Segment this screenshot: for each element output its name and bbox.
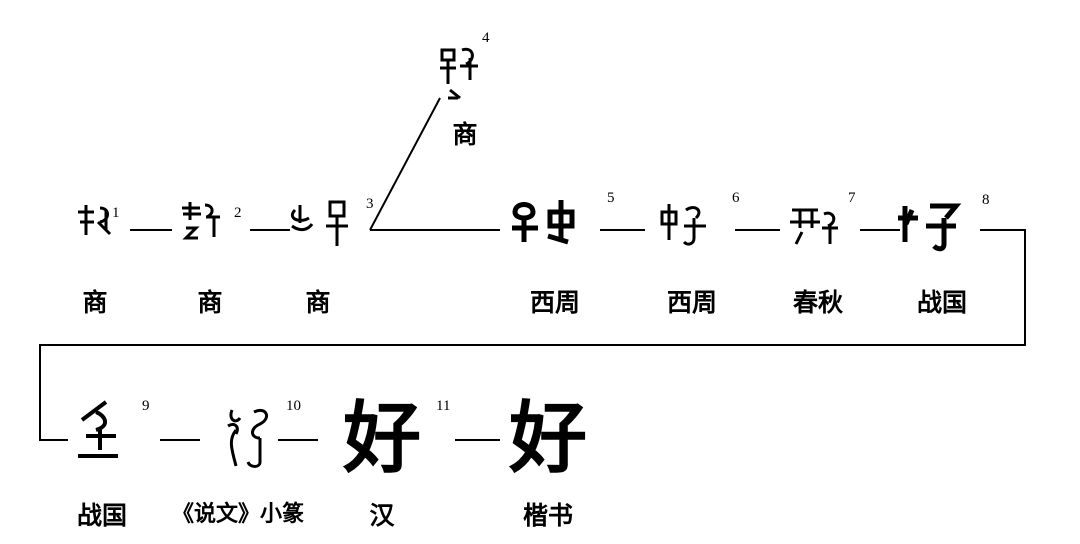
glyph-1 <box>78 205 112 236</box>
ancient-glyphs <box>78 47 962 468</box>
glyph-9 <box>78 400 118 458</box>
period-label: 楷书 <box>522 501 574 530</box>
period-label: 西周 <box>529 288 581 317</box>
stage-number: 3 <box>366 196 374 212</box>
glyph-8 <box>898 203 962 252</box>
period-label: 商 <box>197 288 223 317</box>
branch-line <box>369 97 441 231</box>
stage-number: 1 <box>112 205 120 221</box>
period-label: 《说文》小篆 <box>171 501 305 527</box>
stage-number: 4 <box>482 30 490 46</box>
stage-number: 8 <box>982 192 990 208</box>
glyph-7 <box>790 208 838 245</box>
period-label: 商 <box>82 288 108 317</box>
stage-number: 9 <box>142 398 150 414</box>
glyph-2 <box>182 202 220 240</box>
period-label: 春秋 <box>792 288 844 317</box>
stage-number: 7 <box>848 190 856 206</box>
period-label: 战国 <box>916 288 968 317</box>
regular-script-char: 好 <box>508 393 588 484</box>
period-label: 商 <box>452 120 478 149</box>
wrap-connector <box>39 229 1026 441</box>
glyph-10 <box>227 409 269 468</box>
stage-number: 2 <box>234 205 242 221</box>
glyph-4 <box>440 47 478 100</box>
period-label: 战国 <box>76 501 128 530</box>
stage-number: 5 <box>607 190 615 206</box>
period-label: 西周 <box>666 288 718 317</box>
period-label: 汉 <box>369 501 395 530</box>
period-label: 商 <box>305 288 331 317</box>
stage-number: 10 <box>286 398 301 414</box>
glyph-5 <box>512 200 575 245</box>
glyph-6 <box>660 204 706 246</box>
stage-number: 11 <box>436 398 451 414</box>
han-clerical-char: 好 <box>342 393 422 484</box>
stage-number: 6 <box>732 190 740 206</box>
glyph-3 <box>290 200 348 246</box>
